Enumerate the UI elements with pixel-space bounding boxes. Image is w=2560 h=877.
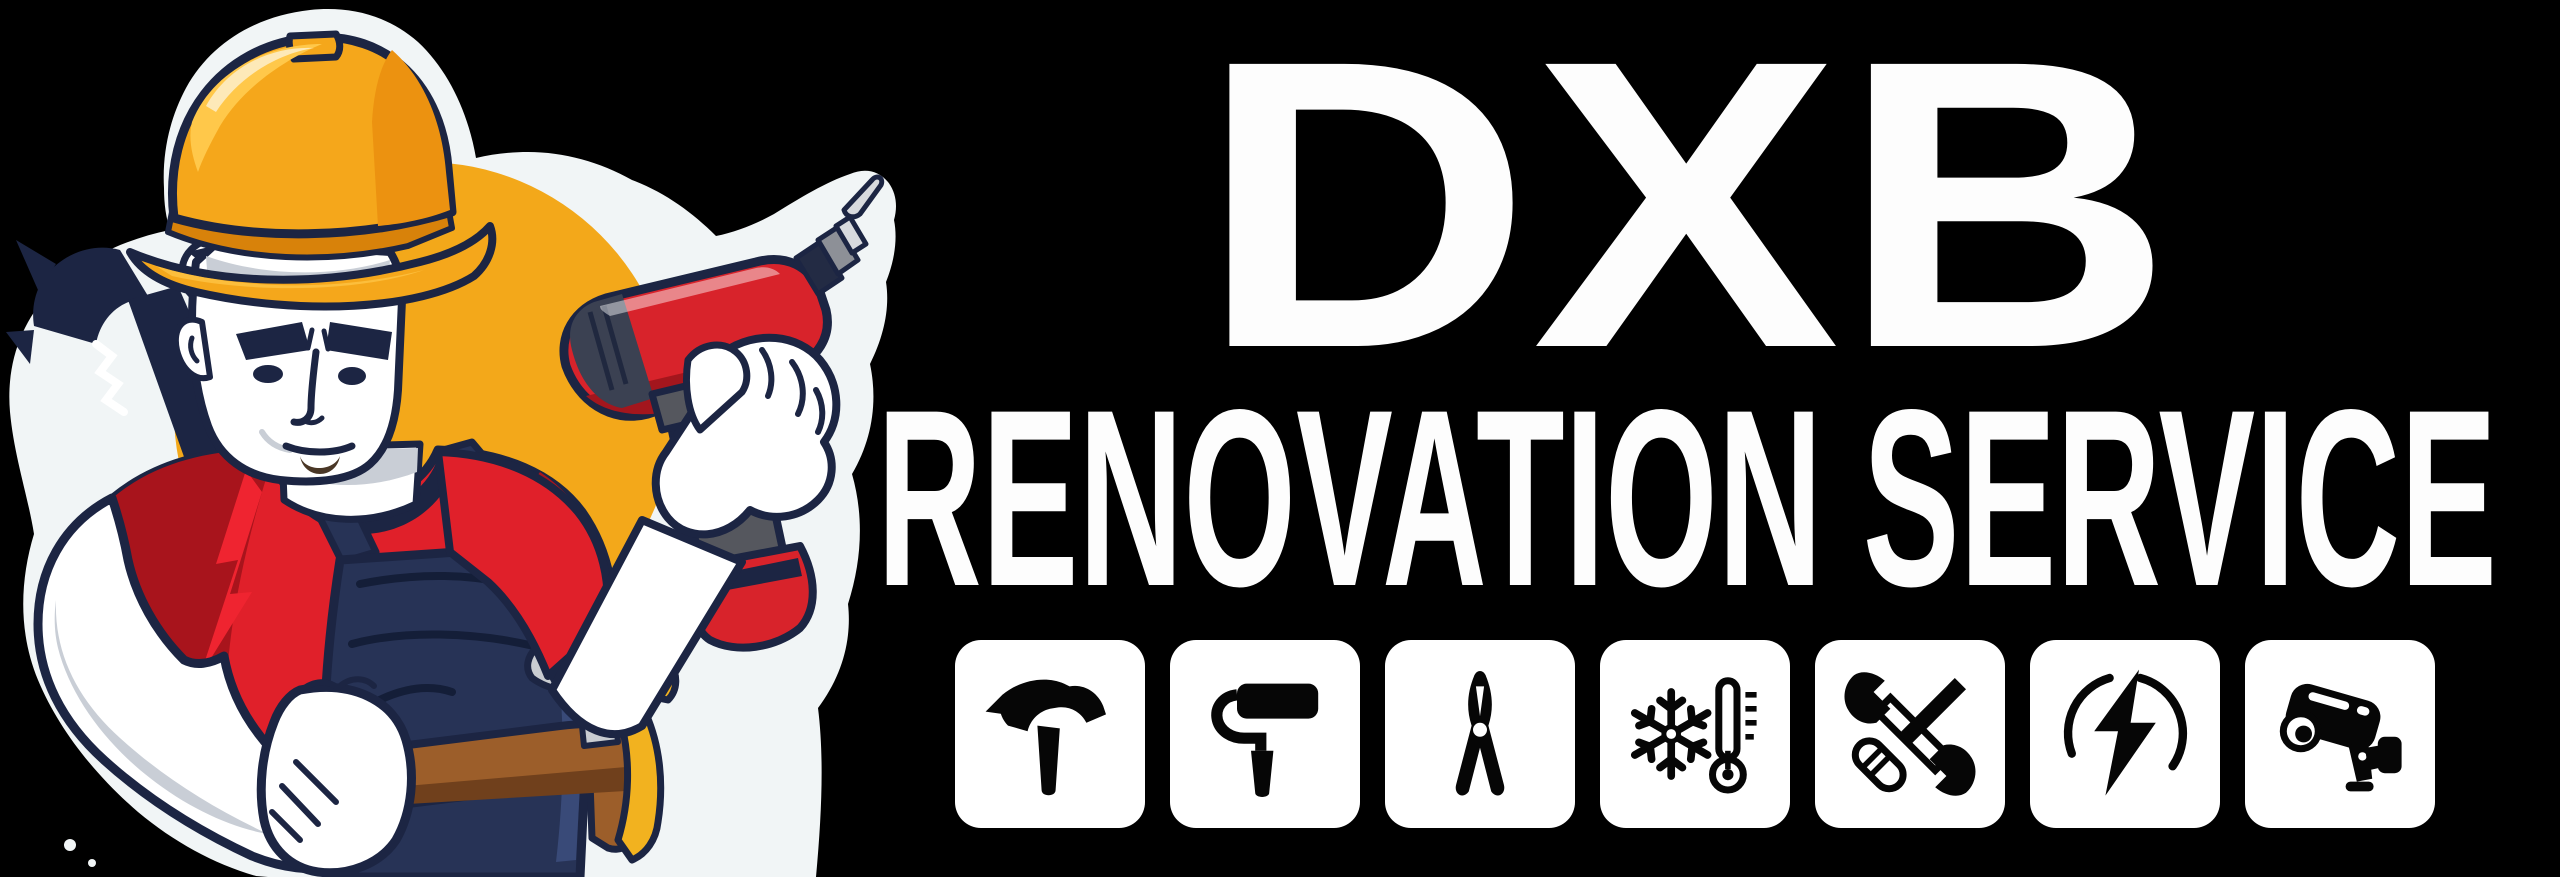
paint-roller-icon xyxy=(1195,664,1335,804)
pliers-icon xyxy=(1410,664,1550,804)
thumb xyxy=(683,341,751,434)
electrical-service-tile xyxy=(2030,640,2220,828)
wrench-screwdriver-icon xyxy=(1840,664,1980,804)
right-eye xyxy=(338,367,366,385)
hammer-service-tile xyxy=(955,640,1145,828)
goatee xyxy=(300,456,340,474)
right-eyebrow xyxy=(326,322,392,360)
nose xyxy=(290,348,320,426)
drill-bit xyxy=(841,174,885,220)
cctv-camera-icon xyxy=(2270,664,2410,804)
bolt-highlight xyxy=(200,470,262,676)
mouth xyxy=(282,442,356,456)
hvac-service-tile xyxy=(1600,640,1790,828)
left-eyebrow xyxy=(236,322,310,360)
brand-title: DXB xyxy=(1199,18,2174,368)
left-arm xyxy=(33,493,416,877)
hammer-icon xyxy=(980,664,1120,804)
brand-subtitle: RENOVATION SERVICE xyxy=(877,382,2497,598)
service-icon-row xyxy=(955,640,2435,828)
handyman-mascot-illustration xyxy=(6,9,896,877)
snowflake-thermometer-icon xyxy=(1625,664,1765,804)
cctv-service-tile xyxy=(2245,640,2435,828)
right-forearm xyxy=(548,516,746,739)
left-eye xyxy=(253,365,283,383)
maintenance-service-tile xyxy=(1815,640,2005,828)
paint-roller-service-tile xyxy=(1170,640,1360,828)
power-drill xyxy=(548,174,885,739)
pliers-service-tile xyxy=(1385,640,1575,828)
brand-title-text: DXB xyxy=(1199,18,2174,368)
drill-hand-fist xyxy=(651,333,841,539)
hard-hat xyxy=(126,30,497,311)
left-fist xyxy=(256,682,416,877)
lightning-bolt-icon xyxy=(2055,664,2195,804)
brand-subtitle-text: RENOVATION SERVICE xyxy=(877,382,2497,598)
